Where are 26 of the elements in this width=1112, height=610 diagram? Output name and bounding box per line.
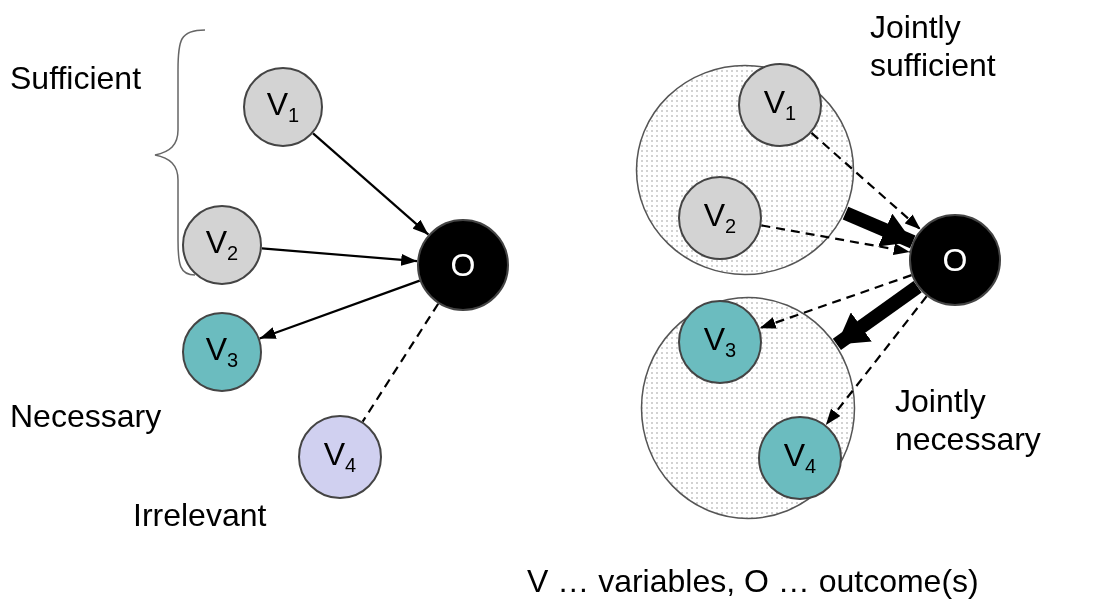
node-label: V$_{2}$: [703, 199, 737, 237]
arrow: [810, 132, 922, 231]
node-label: V$_{4}$: [783, 439, 817, 477]
category-label: Necessary: [10, 398, 162, 435]
connector-line: [361, 303, 440, 423]
group-heading: Jointly necessary: [895, 382, 1042, 459]
arrow: [259, 279, 421, 340]
arrow: [312, 132, 430, 236]
arrow: [761, 224, 910, 255]
category-label: Irrelevant: [133, 497, 267, 534]
node-label: V$_{1}$: [763, 86, 797, 124]
node-label: V$_{1}$: [266, 88, 300, 126]
node-label: V$_{2}$: [205, 226, 239, 264]
arrow: [759, 274, 912, 330]
node-label: V$_{4}$: [323, 438, 357, 476]
node-label: V$_{3}$: [205, 333, 239, 371]
category-label: Sufficient: [10, 60, 142, 97]
group-heading: Jointly sufficient: [870, 8, 997, 85]
legend-note: V … variables, O … outcome(s): [527, 563, 979, 600]
node-label: O: [450, 249, 476, 281]
thick-arrow: [842, 206, 916, 249]
arrow: [825, 295, 928, 426]
node-label: O: [942, 244, 968, 276]
node-label: V$_{3}$: [703, 323, 737, 361]
thick-arrow: [832, 281, 922, 351]
arrow: [261, 247, 418, 266]
